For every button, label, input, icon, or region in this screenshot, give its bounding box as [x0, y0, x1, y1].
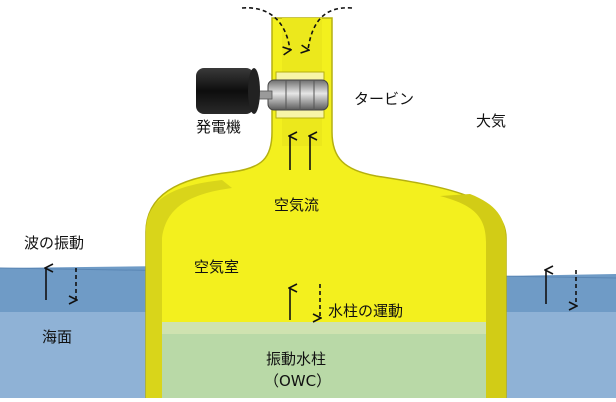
air-intake-arrow-left	[241, 7, 290, 50]
turbine-label: タービン	[354, 90, 415, 108]
airflow-label: 空気流	[274, 196, 320, 214]
wave-motion-label: 波の振動	[24, 234, 85, 252]
atmosphere-label: 大気	[476, 112, 507, 130]
generator-label: 発電機	[196, 118, 242, 136]
sea-surface-label: 海面	[42, 328, 73, 346]
inner-water-surface	[162, 322, 486, 334]
owc-name-label: 振動水柱	[266, 350, 327, 368]
air-chamber-label: 空気室	[194, 258, 240, 276]
water-column-motion-label: 水柱の運動	[328, 302, 404, 320]
owc-abbrev-label: （OWC）	[264, 372, 332, 390]
turbine-rotor	[267, 79, 329, 111]
shell-side-right	[440, 194, 506, 398]
generator-end-face	[248, 68, 260, 114]
inner-water-column	[162, 326, 486, 398]
generator-body	[196, 68, 254, 114]
shell-shadow	[146, 180, 232, 398]
